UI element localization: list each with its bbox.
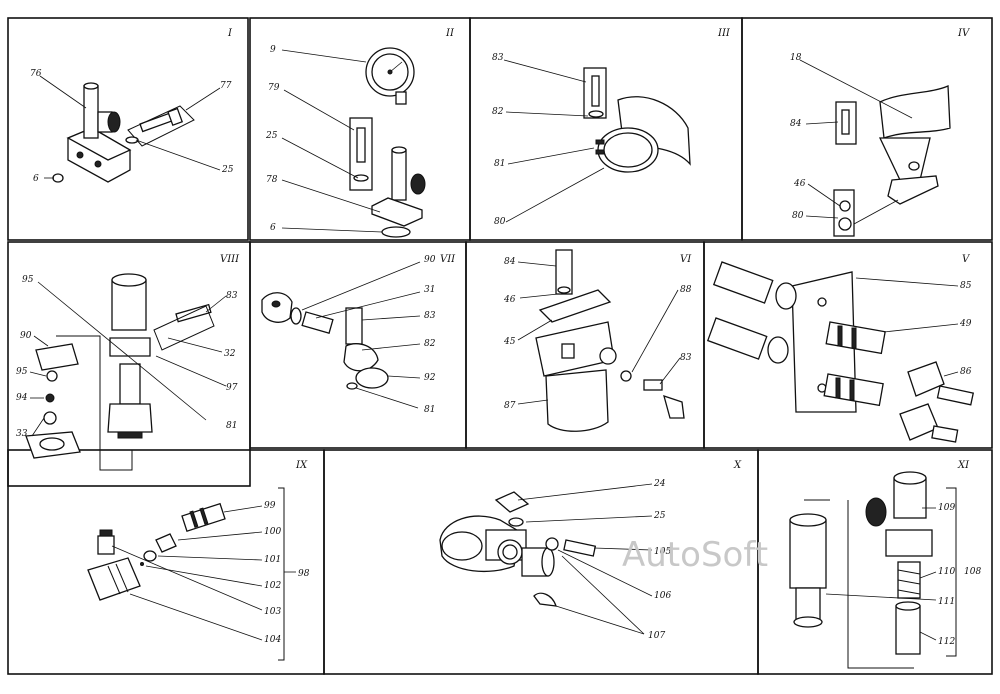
- panel-8-filter-assembly: 95 83 90 32 95 97 94 81 33: [16, 273, 238, 471]
- callout-p9-6: 98: [298, 569, 310, 579]
- callout-p6-0: 84: [504, 257, 516, 267]
- callout-p3-0: 83: [492, 53, 504, 63]
- callout-p2-2: 25: [265, 131, 278, 141]
- panel-label-3: III: [717, 28, 731, 39]
- callout-p2-4: 6: [270, 223, 276, 233]
- callout-p1-3: 25: [221, 165, 234, 175]
- panel-5-union-fittings: 85 49 86: [706, 261, 975, 443]
- callout-p6-2: 88: [680, 285, 692, 295]
- callout-p6-5: 87: [504, 401, 516, 411]
- callout-p4-0: 18: [790, 53, 802, 63]
- callout-p10-3: 106: [654, 591, 671, 601]
- callout-p1-2: 6: [33, 174, 39, 184]
- callout-p6-4: 83: [680, 353, 692, 363]
- callout-p10-4: 107: [648, 631, 665, 641]
- callout-p8-3: 32: [224, 349, 236, 359]
- callout-p7-2: 83: [424, 311, 436, 321]
- callout-p8-2: 90: [20, 331, 32, 341]
- callout-p2-0: 9: [270, 45, 276, 55]
- callout-p4-1: 84: [790, 119, 802, 129]
- panel-3-clamp-bracket: 83 82 81 80: [492, 53, 691, 227]
- panel-label-6: VI: [680, 254, 692, 265]
- callout-p8-6: 94: [16, 393, 28, 403]
- callout-p2-3: 78: [266, 175, 278, 185]
- callout-p1-1: 77: [220, 81, 232, 91]
- panel-label-7: VII: [440, 254, 456, 265]
- panel-2-pressure-gauge: 9 79 25 78 6: [265, 45, 426, 238]
- callout-p11-4: 108: [964, 567, 981, 577]
- callout-p7-3: 82: [424, 339, 436, 349]
- callout-p8-1: 83: [226, 291, 238, 301]
- panel-frames: [7, 17, 993, 675]
- callout-p4-2: 46: [793, 179, 806, 189]
- panel-labels: I II III IV V VI VII VIII IX X XI: [220, 28, 971, 471]
- callout-p11-3: 112: [938, 637, 955, 647]
- callout-p8-4: 95: [16, 367, 28, 377]
- callout-p6-1: 46: [503, 295, 516, 305]
- callout-p6-3: 45: [503, 337, 516, 347]
- panel-9-valve-assembly: 99 100 101 102 103 104 98: [87, 487, 310, 661]
- callout-p3-3: 80: [494, 217, 506, 227]
- panel-label-8: VIII: [220, 254, 240, 265]
- panel-label-11: XI: [957, 460, 970, 471]
- callout-p10-2: 105: [654, 547, 671, 557]
- callout-p3-2: 81: [494, 159, 505, 169]
- callout-p10-0: 24: [653, 479, 666, 489]
- callout-p8-5: 97: [226, 383, 238, 393]
- callout-p7-0: 90: [424, 255, 436, 265]
- callout-p7-1: 31: [424, 285, 435, 295]
- panel-label-10: X: [733, 460, 742, 471]
- panel-label-5: V: [962, 254, 971, 265]
- callout-p8-7: 81: [226, 421, 237, 431]
- callout-p9-0: 99: [264, 501, 276, 511]
- panel-label-9: IX: [295, 460, 308, 471]
- panel-label-4: IV: [957, 28, 971, 39]
- callout-p11-2: 111: [938, 597, 955, 607]
- panel-4-mounting-bracket: 18 84 46 80: [790, 53, 951, 237]
- panel-label-2: II: [445, 28, 455, 39]
- callout-p5-0: 85: [960, 281, 972, 291]
- callout-p7-4: 92: [424, 373, 436, 383]
- callout-p11-1: 110: [938, 567, 955, 577]
- callout-p5-2: 86: [960, 367, 972, 377]
- callout-p9-5: 104: [264, 635, 281, 645]
- callout-p9-2: 101: [264, 555, 281, 565]
- callout-p1-0: 76: [30, 69, 42, 79]
- panel-1-tee-fitting: 76 77 6 25: [30, 69, 234, 184]
- panel-6-fuel-filter: 84 46 88 45 83 87: [503, 249, 692, 432]
- panel-10-coupling: 24 25 105 106 107: [439, 479, 671, 641]
- callout-p8-8: 33: [16, 429, 28, 439]
- callout-p11-0: 109: [938, 503, 955, 513]
- callout-p2-1: 79: [268, 83, 280, 93]
- callout-p10-1: 25: [653, 511, 666, 521]
- panel-7-hose-connection: 90 31 83 82 92 81: [261, 255, 436, 415]
- callout-p9-1: 100: [264, 527, 281, 537]
- panel-11-check-valve: 109 110 111 112 108: [789, 471, 981, 669]
- callout-p3-1: 82: [492, 107, 504, 117]
- callout-p5-1: 49: [959, 319, 972, 329]
- callout-p9-4: 103: [264, 607, 281, 617]
- callout-p4-3: 80: [792, 211, 804, 221]
- watermark-text: AutoSoft: [622, 535, 768, 575]
- callout-p7-5: 81: [424, 405, 435, 415]
- panel-label-1: I: [227, 28, 233, 39]
- callout-p9-3: 102: [264, 581, 281, 591]
- callout-p8-0: 95: [22, 275, 34, 285]
